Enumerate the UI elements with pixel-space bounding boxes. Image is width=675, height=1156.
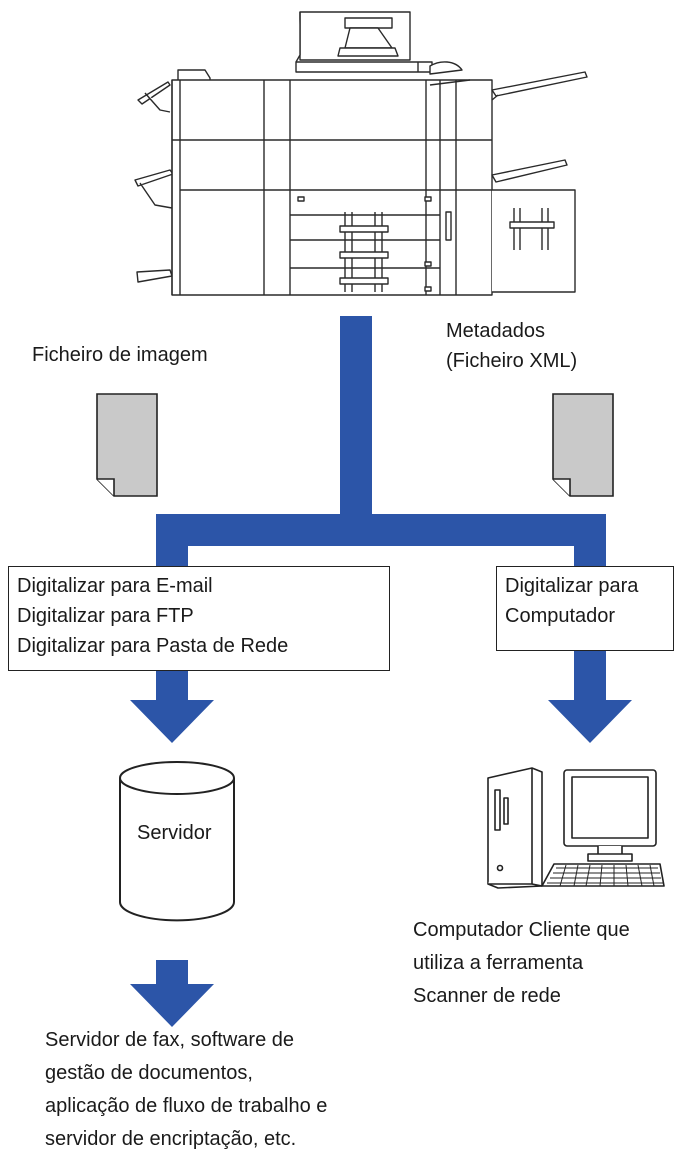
computer-icon <box>487 767 665 889</box>
server-caption-line4: servidor de encriptação, etc. <box>45 1128 297 1150</box>
metadata-label-line1: Metadados <box>446 320 545 342</box>
server-label: Servidor <box>137 822 212 844</box>
server-caption-line3: aplicação de fluxo de trabalho e <box>45 1095 328 1117</box>
flow-left-stem <box>156 670 188 678</box>
scan-method-email: Digitalizar para E-mail <box>17 575 213 597</box>
arrow-down-icon <box>130 676 214 743</box>
scan-to-computer-line2: Computador <box>505 605 616 627</box>
scan-to-computer-box: Digitalizar para Computador <box>496 566 674 651</box>
scan-to-computer-line1: Digitalizar para <box>505 575 639 597</box>
metadata-label: Metadados (Ficheiro XML) <box>446 316 577 376</box>
server-caption-line1: Servidor de fax, software de <box>45 1029 295 1051</box>
flow-branch <box>156 514 606 546</box>
flow-left-drop <box>156 514 188 570</box>
document-icon <box>96 393 158 497</box>
arrow-down-icon <box>130 960 214 1027</box>
scan-method-network-folder: Digitalizar para Pasta de Rede <box>17 635 289 657</box>
image-file-label: Ficheiro de imagem <box>32 344 208 366</box>
scan-method-ftp: Digitalizar para FTP <box>17 605 194 627</box>
arrow-down-icon <box>548 676 632 743</box>
printer-icon <box>134 11 588 296</box>
flow-trunk <box>340 316 372 523</box>
scan-methods-box: Digitalizar para E-mail Digitalizar para… <box>8 566 390 671</box>
client-caption-line3: Scanner de rede <box>413 985 561 1007</box>
metadata-label-line2: (Ficheiro XML) <box>446 350 578 372</box>
flow-right-drop <box>574 514 606 570</box>
flow-right-stem <box>574 650 606 678</box>
client-caption: Computador Cliente que utiliza a ferrame… <box>413 914 630 1013</box>
server-caption: Servidor de fax, software de gestão de d… <box>45 1024 327 1156</box>
server-icon <box>119 761 235 922</box>
server-caption-line2: gestão de documentos, <box>45 1062 253 1084</box>
document-icon <box>552 393 614 497</box>
client-caption-line2: utiliza a ferramenta <box>413 952 584 974</box>
client-caption-line1: Computador Cliente que <box>413 919 630 941</box>
